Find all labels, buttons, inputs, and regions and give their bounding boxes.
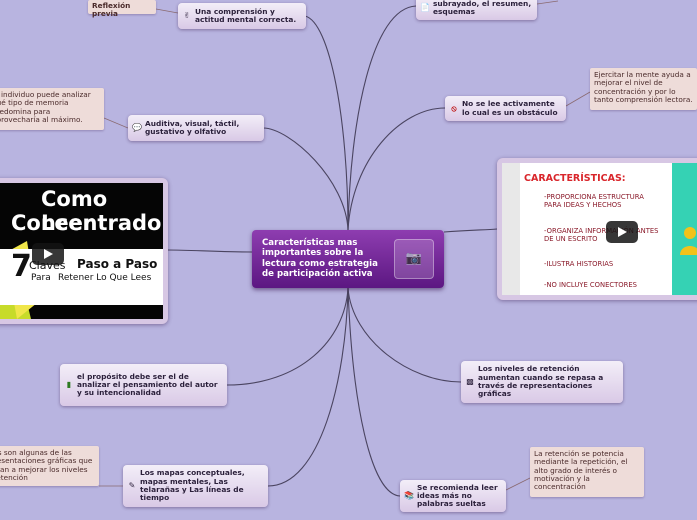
note-algunas[interactable]: Estos son algunas de las representacione… <box>0 446 99 486</box>
video-thumbnail-left[interactable]: Como Leer Concentrado 7 Claves Paso a Pa… <box>0 178 168 324</box>
video-number: 7 <box>11 249 32 284</box>
play-button-left[interactable] <box>32 243 64 265</box>
topic-comprension[interactable]: ✌ Una comprensión y actitud mental corre… <box>178 3 306 29</box>
video-thumbnail-right[interactable]: CARACTERÍSTICAS: -PROPORCIONA ESTRUCTURA… <box>497 158 697 300</box>
note-individuo[interactable]: El individuo puede analizar qué tipo de … <box>0 88 104 130</box>
topic-mapas[interactable]: ✎ Los mapas conceptuales, mapas mentales… <box>123 465 268 507</box>
central-topic[interactable]: Características mas importantes sobre la… <box>252 230 444 288</box>
central-topic-text: Características mas importantes sobre la… <box>262 238 378 280</box>
topic-proposito[interactable]: ▮ el propósito debe ser el de analizar e… <box>60 364 227 406</box>
pencil-icon: ✎ <box>128 481 136 490</box>
topic-obstaculo[interactable]: ⦸ No se lee activamente lo cual es un ob… <box>445 96 566 121</box>
video-right-item-3: -ILUSTRA HISTORIAS <box>544 260 614 268</box>
video-title-line2: Concentrado <box>11 211 162 235</box>
video-title-line1: Como Leer <box>41 187 108 235</box>
video-para: Para <box>31 273 51 283</box>
books-icon: 📚 <box>404 491 414 500</box>
bar-chart-icon: ▩ <box>466 377 474 386</box>
document-icon: 📄 <box>420 3 430 12</box>
hand-icon: ✌ <box>183 11 191 20</box>
play-button-right[interactable] <box>606 221 638 243</box>
video-illustration-right <box>502 163 697 295</box>
note-reflexion[interactable]: Reflexión previa <box>88 0 156 18</box>
camera-icon[interactable]: 📷 <box>394 239 434 279</box>
topic-subrayado[interactable]: 📄 subrayado, el resumen, esquemas <box>416 0 537 20</box>
video-banner-left: 7 Claves Paso a Paso Para Retener Lo Que… <box>0 249 163 305</box>
video-right-item-2: -ORGANIZA INFORMACIÓN ANTES DE UN ESCRIT… <box>544 227 659 244</box>
topic-auditiva[interactable]: 💬 Auditiva, visual, táctil, gustativo y … <box>128 115 264 141</box>
video-right-title: CARACTERÍSTICAS: <box>524 173 626 184</box>
video-screen-left: Como Leer Concentrado 7 Claves Paso a Pa… <box>0 183 163 319</box>
video-retener: Retener Lo Que Lees <box>58 273 152 283</box>
topic-recomienda[interactable]: 📚 Se recomienda leer ideas más no palabr… <box>400 480 506 512</box>
video-screen-right: CARACTERÍSTICAS: -PROPORCIONA ESTRUCTURA… <box>502 163 697 295</box>
prohibited-icon: ⦸ <box>451 103 457 113</box>
topic-niveles[interactable]: ▩ Los niveles de retención aumentan cuan… <box>461 361 623 403</box>
note-ejercitar[interactable]: Ejercitar la mente ayuda a mejorar el ni… <box>590 68 697 110</box>
speech-bubble-icon: 💬 <box>132 123 142 132</box>
video-paso: Paso a Paso <box>77 257 158 271</box>
note-retencion[interactable]: La retención se potencia mediante la rep… <box>530 447 644 497</box>
video-right-item-4: -NO INCLUYE CONECTORES <box>544 281 637 289</box>
video-right-item-1: -PROPORCIONA ESTRUCTURA PARA IDEAS Y HEC… <box>544 193 644 210</box>
book-icon: ▮ <box>66 380 72 389</box>
